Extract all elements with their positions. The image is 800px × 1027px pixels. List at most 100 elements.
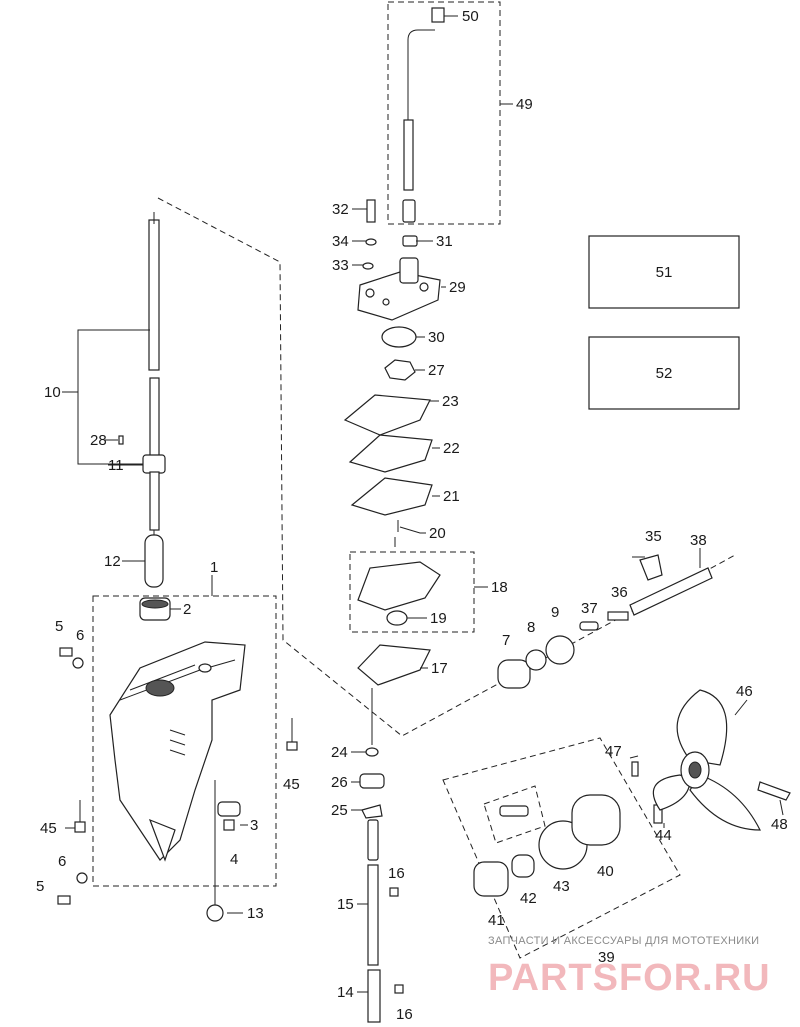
- pin-47: [631, 761, 639, 777]
- reference-boxes: 51 52: [588, 235, 740, 410]
- group-outlines: [92, 1, 738, 959]
- pin-16a: [389, 887, 399, 897]
- part-label-29: 29: [449, 279, 466, 296]
- group-39-outline: [442, 737, 681, 959]
- part-label-20: 20: [429, 525, 446, 542]
- impeller-27: [384, 359, 416, 381]
- part-label-42: 42: [520, 890, 537, 907]
- part-label-45b: 45: [283, 776, 300, 793]
- seal-small: [499, 805, 529, 817]
- grommet-31: [402, 235, 418, 247]
- part-label-3: 3: [250, 817, 258, 834]
- bolt-32: [366, 199, 376, 223]
- part-label-11: 11: [108, 457, 124, 474]
- propeller-46: [652, 689, 761, 831]
- part-label-39: 39: [598, 949, 615, 966]
- screw-33: [362, 262, 374, 270]
- bearing-7: [497, 659, 531, 689]
- part-label-8: 8: [527, 619, 535, 636]
- part-label-26: 26: [331, 774, 348, 791]
- propeller-shaft-38: [629, 567, 713, 616]
- seal-42: [511, 854, 535, 878]
- part-label-34: 34: [332, 233, 349, 250]
- part-label-13: 13: [247, 905, 264, 922]
- pin-28: [118, 435, 124, 445]
- part-label-41: 41: [488, 912, 505, 929]
- pump-housing: [357, 257, 441, 321]
- part-label-16b: 16: [396, 1006, 413, 1023]
- drive-shaft-upper: [148, 219, 160, 371]
- part-label-14: 14: [337, 984, 354, 1001]
- part-label-21: 21: [443, 488, 460, 505]
- gear-9: [545, 635, 575, 665]
- drive-shaft-middle: [149, 377, 160, 459]
- part-label-10: 10: [44, 384, 61, 401]
- part-label-27: 27: [428, 362, 445, 379]
- part-label-38: 38: [690, 532, 707, 549]
- part-label-18: 18: [491, 579, 508, 596]
- cotter-pin-48: [757, 781, 791, 801]
- gasket-21: [350, 477, 433, 516]
- part-label-35: 35: [645, 528, 662, 545]
- part-label-47: 47: [605, 743, 622, 760]
- watermark: ЗАПЧАСТИ И АКСЕССУАРЫ ДЛЯ МОТОТЕХНИКИ PA…: [488, 935, 771, 999]
- box-51: [588, 235, 740, 309]
- part-label-44: 44: [655, 827, 672, 844]
- drive-shaft-tube: [144, 534, 164, 588]
- shift-rod-14: [367, 969, 381, 1023]
- part-label-6a: 6: [76, 627, 84, 644]
- part-label-5a: 5: [55, 618, 63, 635]
- seal-19: [386, 610, 408, 626]
- shift-rod-upper: [367, 819, 379, 861]
- part-label-19: 19: [430, 610, 447, 627]
- part-label-25: 25: [331, 802, 348, 819]
- part-labels: 1 2 3 4 5 5 6 6 7 8 9 10 11 12 13 14 15 …: [36, 8, 788, 1023]
- part-label-1: 1: [210, 559, 218, 576]
- part-label-33: 33: [332, 257, 349, 274]
- washer-8: [525, 649, 547, 671]
- part-label-48: 48: [771, 816, 788, 833]
- part-label-45a: 45: [40, 820, 57, 837]
- part-label-31: 31: [436, 233, 453, 250]
- part-label-2: 2: [183, 601, 191, 618]
- part-label-23: 23: [442, 393, 459, 410]
- drive-shaft-bearing: [142, 454, 166, 474]
- part-label-43: 43: [553, 878, 570, 895]
- gasket-17: [357, 644, 431, 686]
- pin-37: [579, 621, 599, 631]
- box-51-label: 51: [656, 264, 673, 281]
- watermark-brand: PARTSFOR.RU: [488, 957, 771, 999]
- shift-rod-15: [367, 864, 379, 966]
- leader-lines: [62, 15, 784, 993]
- part-label-6b: 6: [58, 853, 66, 870]
- drive-shaft: [142, 212, 166, 545]
- part-label-16a: 16: [388, 865, 405, 882]
- drive-shaft-lower: [149, 471, 160, 531]
- washer-34: [365, 238, 377, 246]
- gasket-23: [343, 394, 431, 436]
- part-label-17: 17: [431, 660, 448, 677]
- group-18-outline: [349, 551, 475, 633]
- part-label-50: 50: [462, 8, 479, 25]
- part-label-40: 40: [597, 863, 614, 880]
- shift-rod: [402, 7, 445, 223]
- clutch-35: [639, 554, 663, 581]
- o-ring-24: [365, 747, 379, 757]
- part-label-49: 49: [516, 96, 533, 113]
- part-label-37: 37: [581, 600, 598, 617]
- part-label-36: 36: [611, 584, 628, 601]
- pin-16b: [394, 984, 404, 994]
- part-label-9: 9: [551, 604, 559, 621]
- part-label-7: 7: [502, 632, 510, 649]
- group-42-inner-dash: [483, 785, 546, 844]
- part-label-46: 46: [736, 683, 753, 700]
- plate-22: [348, 434, 433, 473]
- gear-housing: [109, 641, 246, 862]
- part-label-30: 30: [428, 329, 445, 346]
- part-label-22: 22: [443, 440, 460, 457]
- part-label-15: 15: [337, 896, 354, 913]
- part-label-32: 32: [332, 201, 349, 218]
- group-49-outline: [387, 1, 501, 225]
